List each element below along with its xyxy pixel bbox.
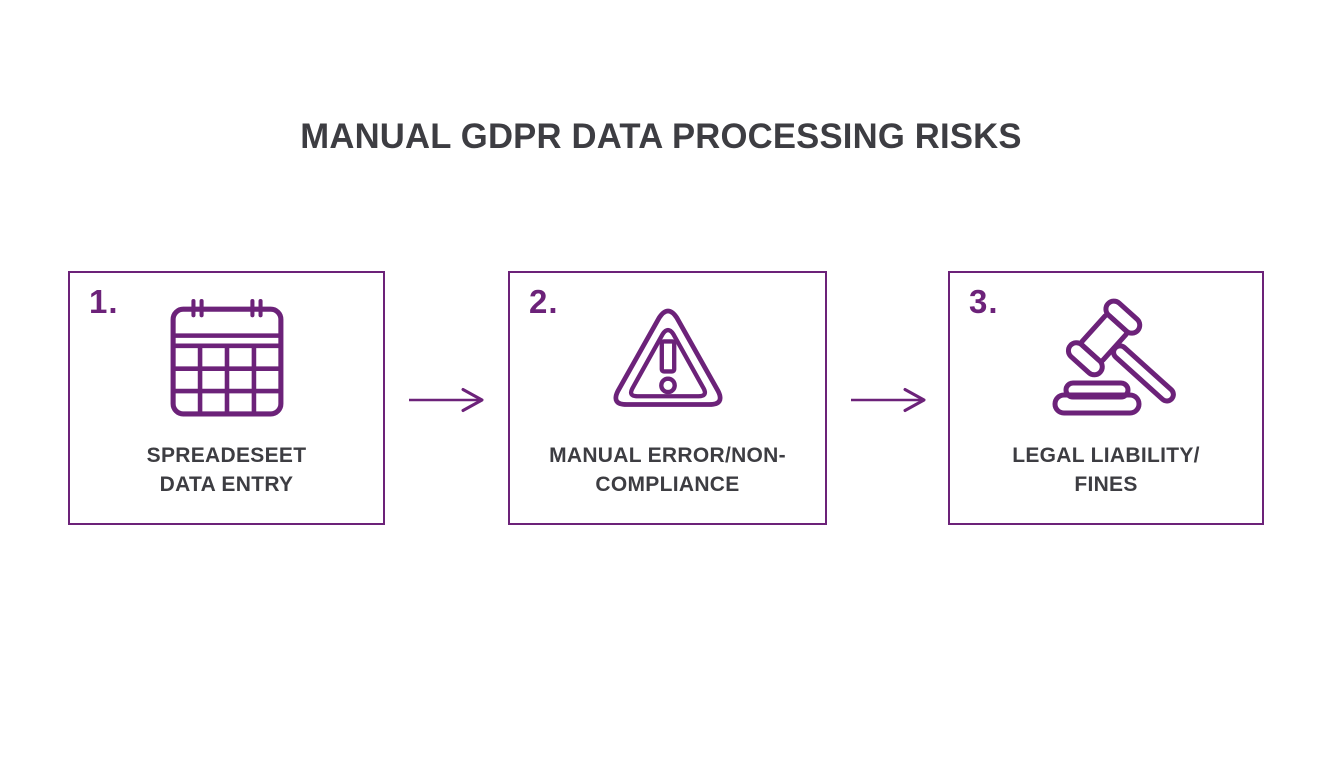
spreadsheet-grid-icon: [166, 295, 288, 421]
step-label-line-1: SPREADESEET: [146, 444, 307, 467]
step-card-legal-liability: 3. LEGAL LIABILITY/ FINES: [948, 271, 1264, 525]
warning-triangle-icon: [606, 295, 730, 421]
arrow-right-icon: [407, 387, 487, 413]
step-card-manual-error: 2. MANUAL ERROR/NON- COMPLIANCE: [508, 271, 827, 525]
step-label-line-2: COMPLIANCE: [595, 473, 740, 496]
step-label: LEGAL LIABILITY/ FINES: [1012, 441, 1200, 499]
step-card-spreadsheet-data-entry: 1. SPREADESEET DATA ENTRY: [68, 271, 385, 525]
step-label-line-1: LEGAL LIABILITY/: [1012, 444, 1200, 467]
diagram-title: MANUAL GDPR DATA PROCESSING RISKS: [300, 117, 1022, 156]
step-number: 2.: [529, 283, 559, 320]
step-label: SPREADESEET DATA ENTRY: [147, 441, 307, 499]
step-number: 3.: [969, 283, 999, 320]
gavel-icon: [1040, 295, 1192, 421]
arrow-right-icon: [849, 387, 929, 413]
step-label-line-2: DATA ENTRY: [159, 473, 294, 496]
step-label-line-1: MANUAL ERROR/NON-: [549, 444, 786, 467]
step-number: 1.: [89, 283, 119, 320]
step-label: MANUAL ERROR/NON- COMPLIANCE: [549, 441, 786, 499]
step-label-line-2: FINES: [1074, 473, 1138, 496]
